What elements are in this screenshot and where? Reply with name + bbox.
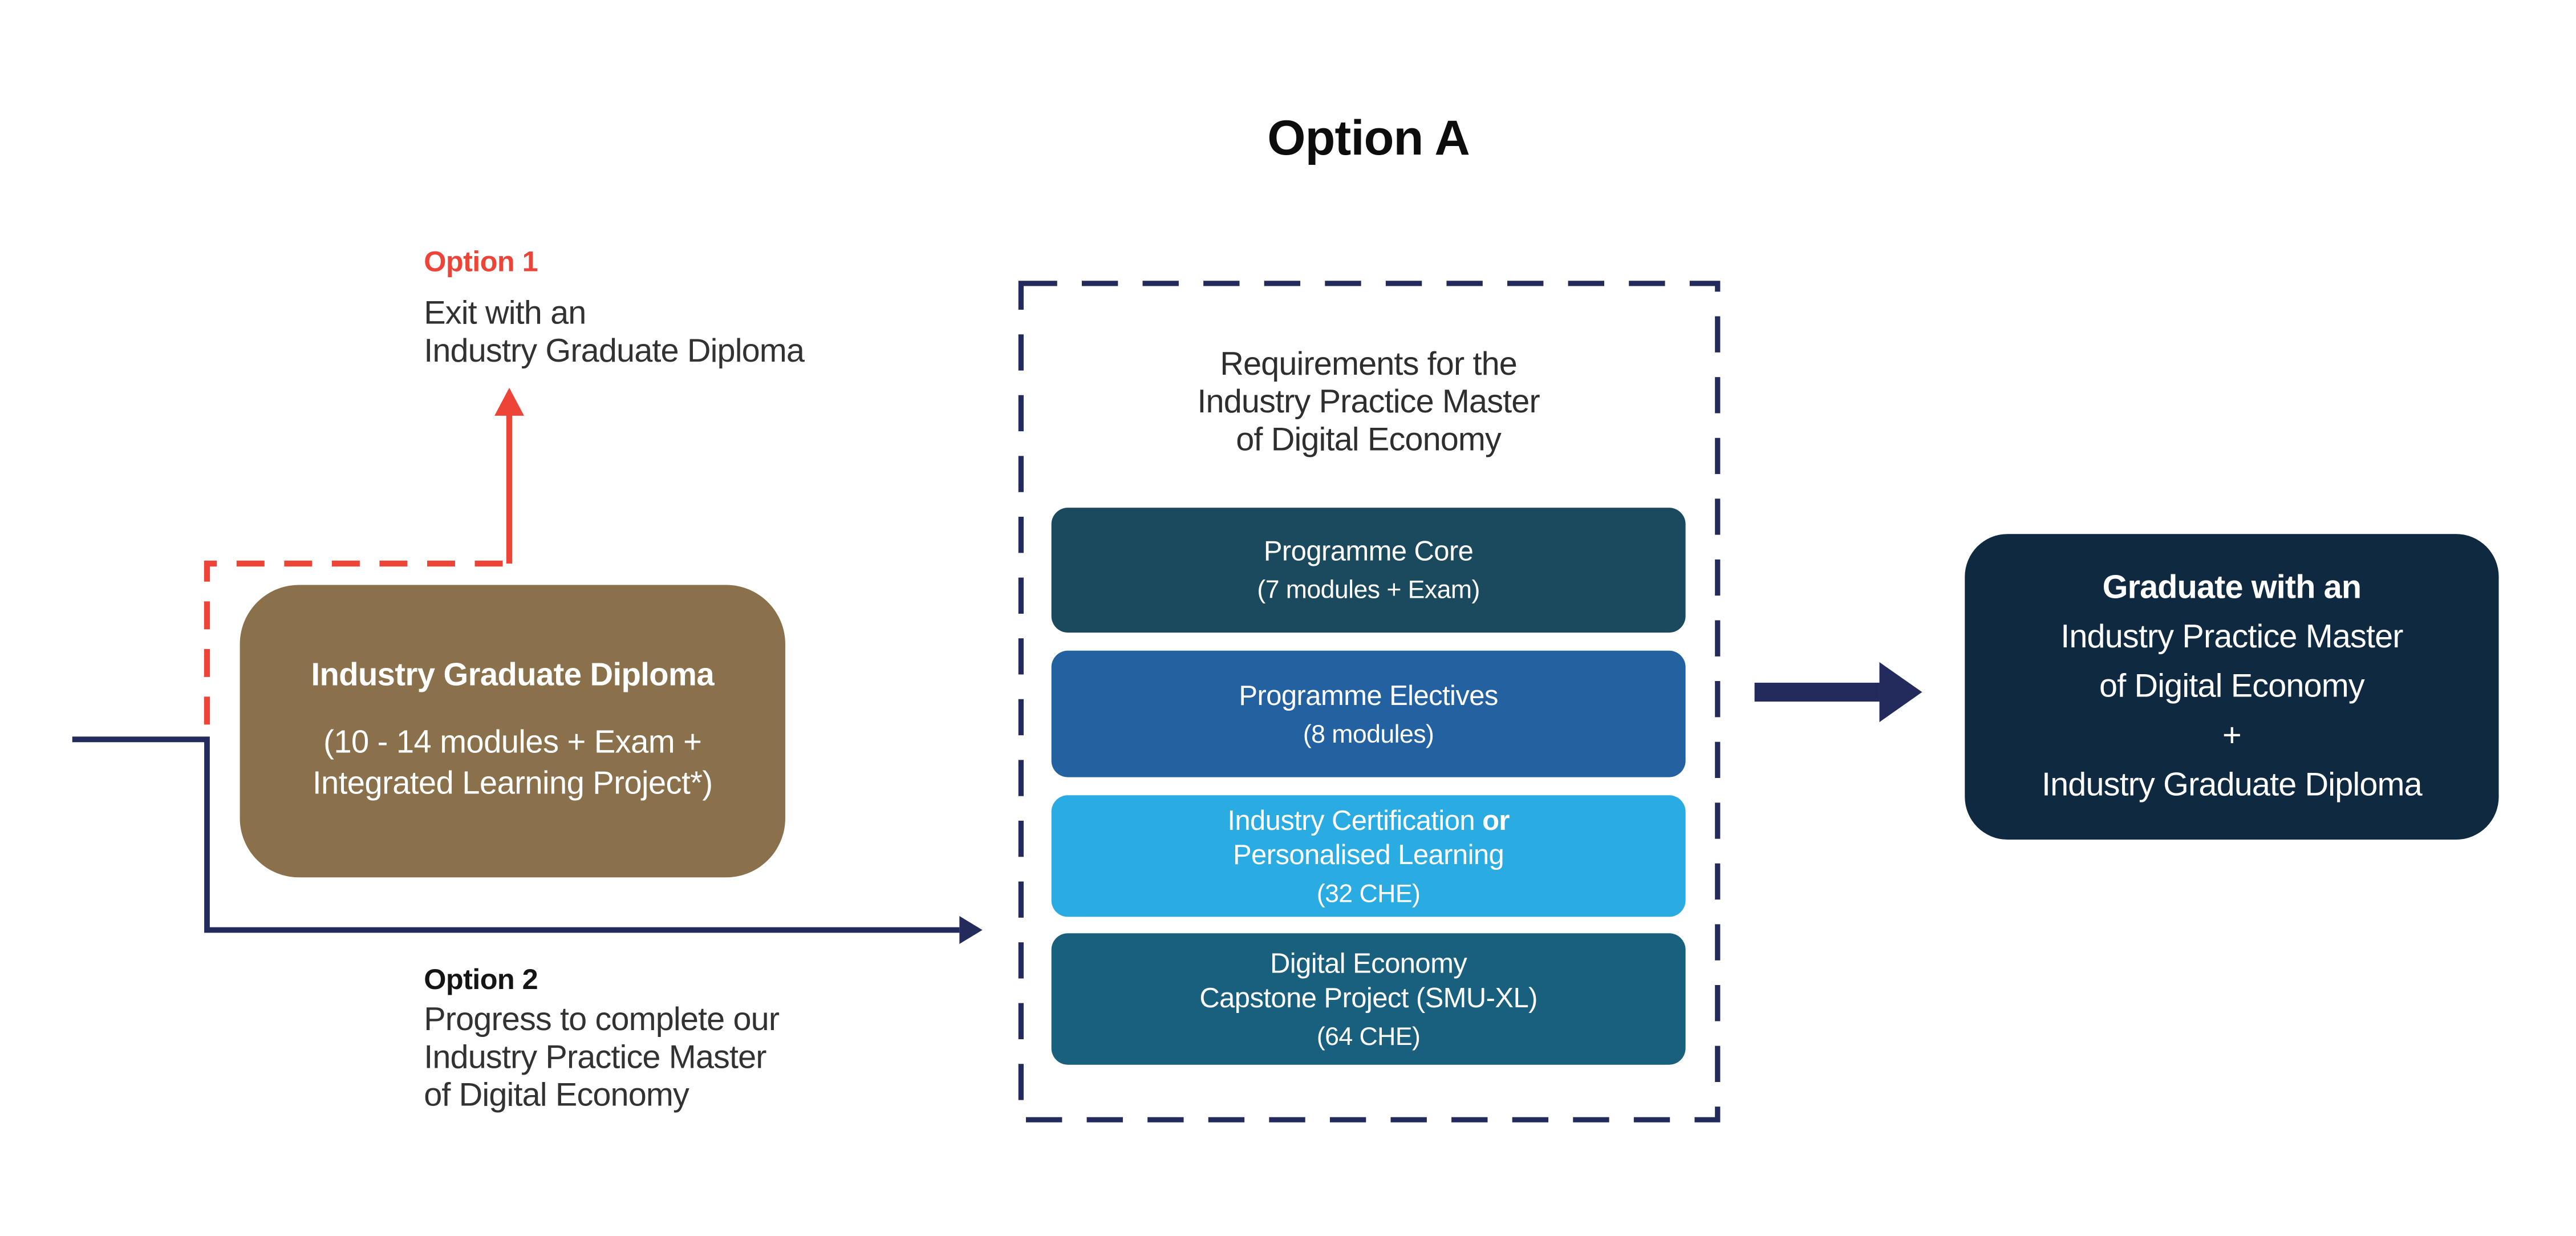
module-subtitle: (7 modules + Exam) (1257, 577, 1480, 605)
graduate-box-plus: + (2222, 718, 2242, 755)
module-title: Programme Electives (1239, 679, 1498, 711)
graduate-box-line1: Industry Practice Master (2060, 619, 2403, 656)
module-industry-certification: Industry Certification or Personalised L… (1051, 795, 1686, 917)
option1-description: Exit with an Industry Graduate Diploma (424, 295, 805, 372)
option2-line3: of Digital Economy (424, 1077, 689, 1115)
graduate-box-title: Graduate with an (2102, 570, 2362, 606)
option2-line1: Progress to complete our (424, 1002, 780, 1039)
graduate-arrow-stem (1754, 682, 1880, 702)
option2-description: Progress to complete our Industry Practi… (424, 1002, 780, 1116)
option1-line2: Industry Graduate Diploma (424, 333, 805, 370)
diploma-box-detail: (10 - 14 modules + Exam + Integrated Lea… (313, 723, 713, 805)
module-title: Digital Economy (1270, 947, 1467, 979)
option2-arrowhead-icon (959, 915, 983, 944)
module-title-line2: Capstone Project (SMU-XL) (1199, 982, 1538, 1013)
graduate-box-line2: of Digital Economy (2099, 668, 2365, 705)
option2-line2: Industry Practice Master (424, 1040, 766, 1076)
module-subtitle: (8 modules) (1303, 720, 1434, 749)
requirements-heading: Requirements for the Industry Practice M… (1020, 347, 1717, 460)
module-programme-core: Programme Core (7 modules + Exam) (1051, 508, 1686, 633)
option1-line1: Exit with an (424, 295, 586, 332)
module-title-line2: Personalised Learning (1232, 838, 1504, 870)
industry-graduate-diploma-box: Industry Graduate Diploma (10 - 14 modul… (240, 585, 785, 878)
diploma-detail-line2: Integrated Learning Project*) (313, 765, 713, 802)
module-subtitle: (64 CHE) (1316, 1023, 1421, 1051)
option1-arrowhead-icon (494, 387, 524, 416)
diploma-detail-line1: (10 - 14 modules + Exam + (323, 724, 702, 761)
requirements-heading-line3: of Digital Economy (1236, 422, 1502, 459)
requirements-heading-line1: Requirements for the (1220, 346, 1518, 383)
option2-label: Option 2 (424, 963, 538, 996)
page-title: Option A (1267, 111, 1470, 166)
module-title: Programme Core (1263, 536, 1474, 567)
module-subtitle: (32 CHE) (1316, 880, 1421, 908)
module-title: Industry Certification or (1227, 803, 1510, 837)
option1-label: Option 1 (424, 245, 538, 278)
graduate-outcome-box: Graduate with an Industry Practice Maste… (1965, 534, 2499, 840)
graduate-arrowhead-icon (1879, 662, 1922, 723)
graduate-box-line3: Industry Graduate Diploma (2041, 767, 2423, 804)
requirements-heading-line2: Industry Practice Master (1197, 384, 1540, 421)
diploma-box-title: Industry Graduate Diploma (311, 657, 715, 694)
module-title-or: or (1482, 804, 1510, 836)
module-programme-electives: Programme Electives (8 modules) (1051, 650, 1686, 777)
module-title-part: Industry Certification (1227, 804, 1483, 836)
module-capstone-project: Digital Economy Capstone Project (SMU-XL… (1051, 933, 1686, 1065)
